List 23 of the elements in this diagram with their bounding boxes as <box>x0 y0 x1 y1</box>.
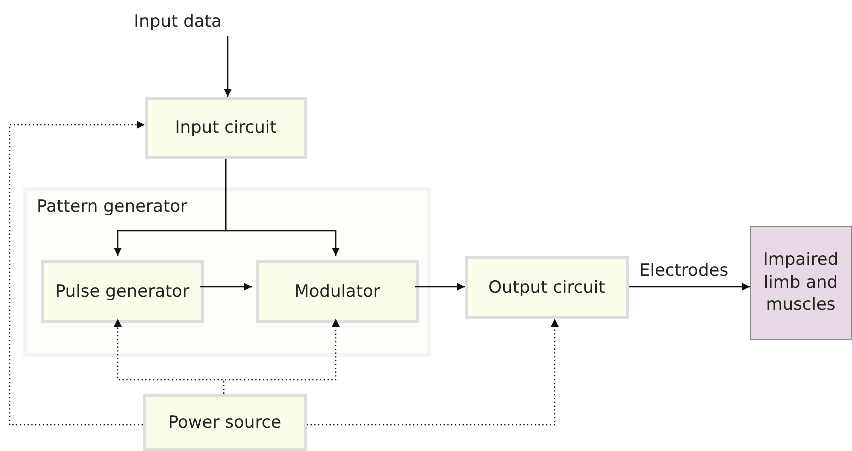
dotted-arrow <box>223 319 340 394</box>
arrow <box>225 159 340 256</box>
group-box <box>23 187 431 357</box>
node-label: Input data <box>134 12 222 32</box>
process-box <box>143 394 307 451</box>
dotted-arrow <box>307 319 559 426</box>
arrow <box>415 283 465 291</box>
node-label: Output circuit <box>488 278 606 298</box>
node-label: Impaired limb and muscles <box>762 248 840 318</box>
node-label: Modulator <box>294 282 380 302</box>
process-box <box>41 260 204 323</box>
arrow <box>200 283 252 291</box>
node-label: Pulse generator <box>55 282 190 302</box>
dotted-arrow <box>9 121 145 426</box>
arrow <box>629 283 750 291</box>
target-box <box>750 226 852 340</box>
node-label: Input circuit <box>175 118 277 138</box>
group-title: Pattern generator <box>37 197 188 217</box>
process-box <box>145 97 307 159</box>
process-box <box>465 256 629 319</box>
process-box <box>256 260 419 323</box>
arrow <box>224 36 232 97</box>
node-label: Power source <box>168 412 282 432</box>
